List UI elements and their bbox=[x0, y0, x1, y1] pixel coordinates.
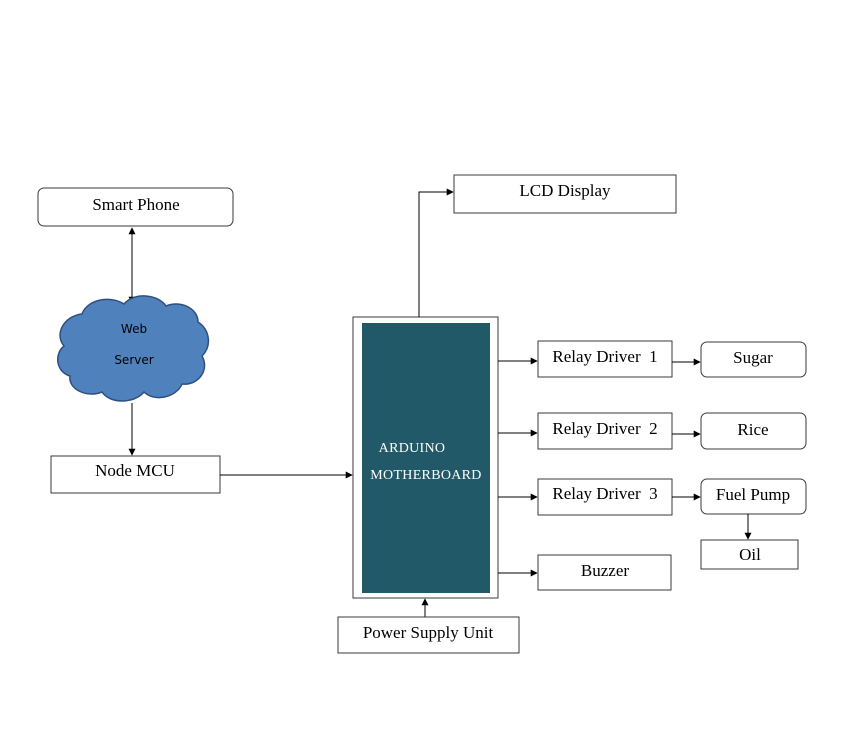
power-supply-node: Power Supply Unit bbox=[337, 616, 520, 654]
lcd-display-node: LCD Display bbox=[453, 174, 677, 214]
arduino-label-2: MOTHERBOARD bbox=[370, 468, 481, 483]
web-server-label-2: Server bbox=[114, 353, 153, 367]
node-mcu-label: Node MCU bbox=[95, 461, 175, 480]
relay-driver-3-node: Relay Driver 3 bbox=[537, 478, 673, 516]
web-server-label-1: Web bbox=[121, 322, 147, 336]
relay-driver-2-label: Relay Driver 2 bbox=[552, 419, 657, 438]
power-supply-label: Power Supply Unit bbox=[363, 623, 494, 642]
arduino-board-fill bbox=[362, 323, 490, 593]
rice-label: Rice bbox=[737, 420, 768, 439]
arduino-lcd-arrow bbox=[418, 188, 454, 317]
relay-driver-1-label: Relay Driver 1 bbox=[552, 347, 657, 366]
fuel-pump-node: Fuel Pump bbox=[700, 478, 807, 515]
oil-label: Oil bbox=[739, 545, 761, 564]
node-mcu-node: Node MCU bbox=[50, 455, 221, 494]
fuel-pump-label: Fuel Pump bbox=[716, 485, 790, 504]
smart-phone-node: Smart Phone bbox=[37, 187, 234, 227]
arduino-label-1: ARDUINO bbox=[379, 441, 446, 456]
oil-node: Oil bbox=[700, 539, 799, 570]
rice-node: Rice bbox=[700, 412, 807, 450]
sugar-node: Sugar bbox=[700, 341, 807, 378]
relay-driver-3-label: Relay Driver 3 bbox=[552, 484, 657, 503]
buzzer-node: Buzzer bbox=[537, 554, 672, 591]
relay-driver-1-node: Relay Driver 1 bbox=[537, 340, 673, 378]
relay-driver-2-node: Relay Driver 2 bbox=[537, 412, 673, 450]
lcd-display-label: LCD Display bbox=[519, 181, 611, 200]
sugar-label: Sugar bbox=[733, 348, 773, 367]
arduino-motherboard-node: ARDUINO MOTHERBOARD bbox=[352, 316, 499, 599]
buzzer-label: Buzzer bbox=[581, 561, 629, 580]
web-server-cloud: Web Server bbox=[57, 295, 210, 402]
cloud-shape bbox=[57, 295, 210, 402]
smart-phone-label: Smart Phone bbox=[92, 195, 179, 214]
